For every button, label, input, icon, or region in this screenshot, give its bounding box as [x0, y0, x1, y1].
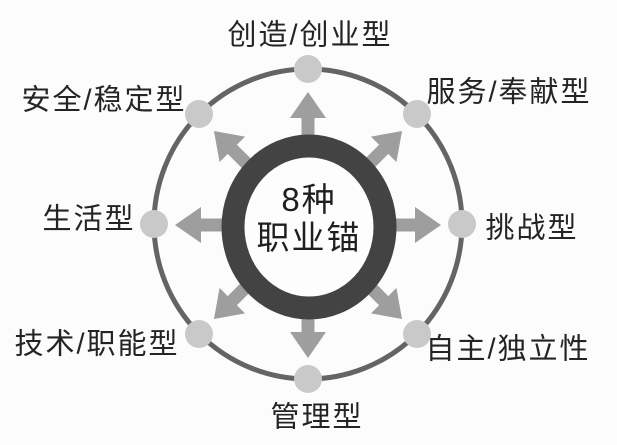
center-title-line2: 职业锚 — [256, 219, 362, 256]
label-top-left: 安全/稳定型 — [21, 84, 187, 117]
label-left: 生活型 — [42, 203, 136, 236]
node-dot-top-right — [403, 100, 431, 128]
node-dot-bottom-right — [403, 320, 431, 348]
center-title: 8种 职业锚 — [257, 181, 362, 257]
arrow-up-icon — [290, 92, 326, 147]
label-bottom-left: 技术/职能型 — [14, 328, 180, 361]
node-dot-bottom-left — [185, 320, 213, 348]
center-title-line1: 8种 — [281, 181, 337, 218]
node-dot-bottom — [294, 365, 322, 393]
label-right: 挑战型 — [485, 212, 579, 245]
arrow-right-icon — [386, 207, 441, 243]
label-bottom-right: 自主/独立性 — [425, 333, 591, 366]
arrow-down-icon — [290, 303, 326, 358]
anchor-nodes — [140, 55, 476, 393]
node-dot-left — [140, 210, 168, 238]
center-ring — [221, 134, 397, 320]
label-bottom: 管理型 — [270, 401, 364, 434]
label-top: 创造/创业型 — [227, 19, 393, 52]
node-dot-top-left — [185, 100, 213, 128]
node-dot-top — [294, 55, 322, 83]
label-top-right: 服务/奉献型 — [426, 76, 592, 109]
arrow-left-icon — [175, 207, 230, 243]
node-dot-right — [448, 210, 476, 238]
